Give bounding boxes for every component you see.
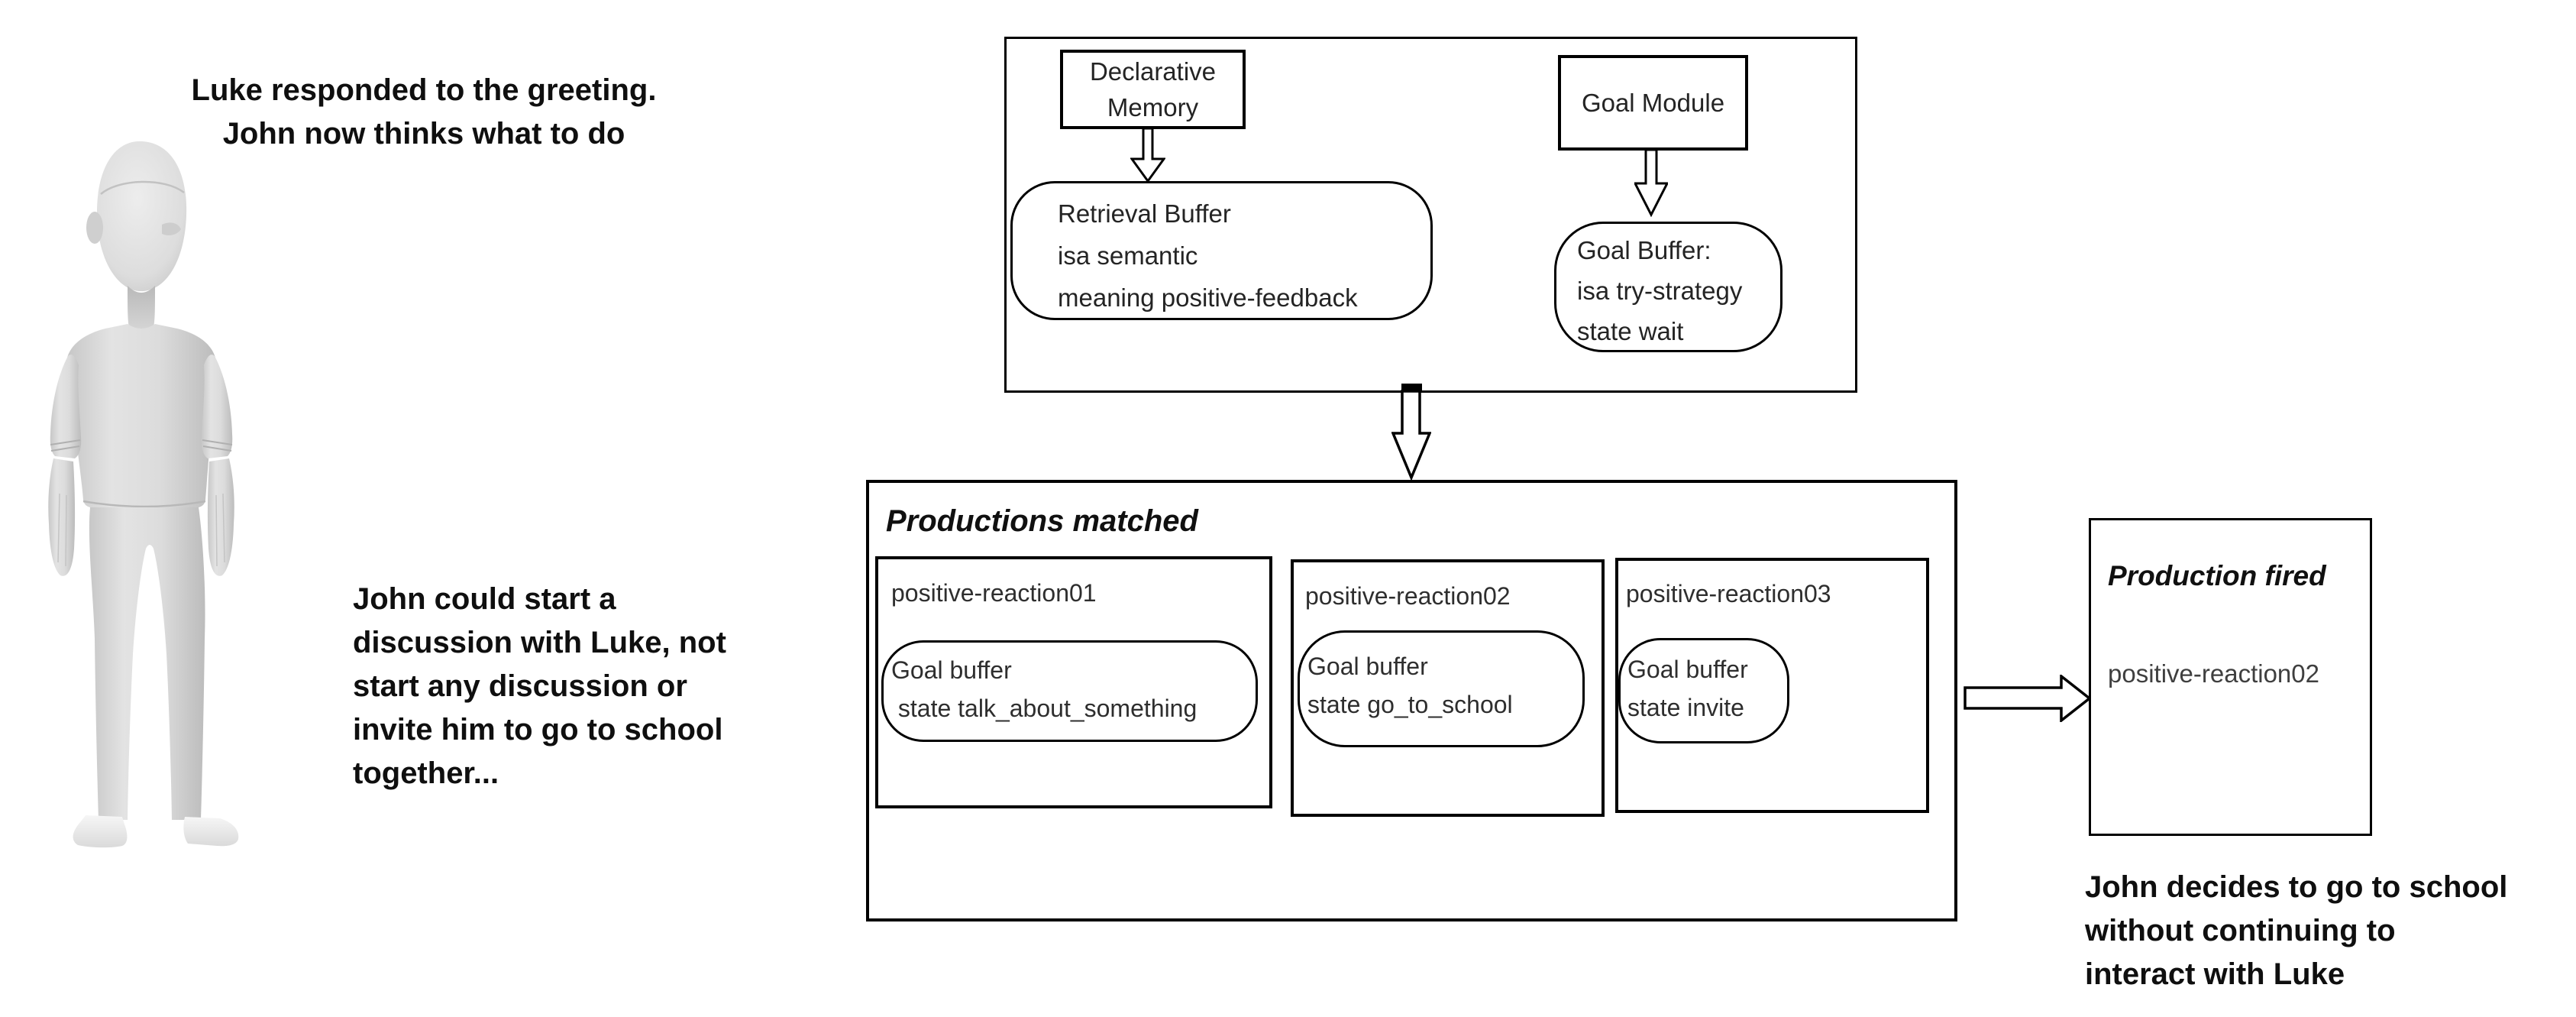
retrieval-buffer-text: Retrieval Buffer isa semantic meaning po… — [1058, 199, 1358, 312]
production-name: positive-reaction02 — [1305, 582, 1511, 610]
goal-buffer-shape: Goal Buffer: isa try-strategy state wait — [1554, 222, 1783, 352]
production-box-3: positive-reaction03 Goal buffer state in… — [1615, 558, 1929, 813]
arrow-down-icon — [1130, 127, 1165, 183]
arrow-down-icon — [1634, 148, 1668, 217]
retrieval-buffer-shape: Retrieval Buffer isa semantic meaning po… — [1010, 181, 1433, 320]
goal-module-label: Goal Module — [1581, 89, 1725, 117]
production-box-1: positive-reaction01 Goal buffer state ta… — [875, 556, 1272, 808]
caption-bottom-right: John decides to go to school without con… — [2085, 870, 2508, 991]
productions-matched-title: Productions matched — [886, 504, 1198, 538]
goal-buffer-text: Goal Buffer: isa try-strategy state wait — [1577, 236, 1743, 345]
production-name: positive-reaction01 — [891, 579, 1097, 607]
goal-buffer-chip: Goal buffer state talk_about_something — [881, 640, 1258, 742]
production-fired-box: Production fired positive-reaction02 — [2089, 518, 2372, 836]
arrow-right-icon — [1964, 675, 2092, 722]
production-box-2: positive-reaction02 Goal buffer state go… — [1291, 559, 1605, 817]
goal-buffer-chip-text: Goal buffer state go_to_school — [1307, 653, 1513, 718]
production-fired-value: positive-reaction02 — [2108, 659, 2319, 688]
productions-matched-panel: Productions matched positive-reaction01 … — [866, 480, 1957, 921]
goal-buffer-chip: Goal buffer state invite — [1618, 638, 1789, 743]
production-name: positive-reaction03 — [1626, 580, 1831, 607]
caption-top-left: Luke responded to the greeting. John now… — [191, 73, 657, 151]
arrow-down-icon — [1391, 384, 1431, 480]
goal-buffer-chip-text: Goal buffer state invite — [1627, 656, 1748, 721]
declarative-memory-label: Declarative Memory — [1089, 57, 1217, 121]
caption-mid-left: John could start a discussion with Luke,… — [353, 582, 726, 790]
goal-module-box: Goal Module — [1558, 55, 1748, 151]
goal-buffer-chip-text: Goal buffer state talk_about_something — [891, 656, 1198, 722]
declarative-memory-box: Declarative Memory — [1060, 50, 1246, 129]
human-mannequin-figure — [48, 141, 239, 848]
production-fired-title: Production fired — [2108, 560, 2326, 591]
goal-buffer-chip: Goal buffer state go_to_school — [1298, 630, 1585, 747]
